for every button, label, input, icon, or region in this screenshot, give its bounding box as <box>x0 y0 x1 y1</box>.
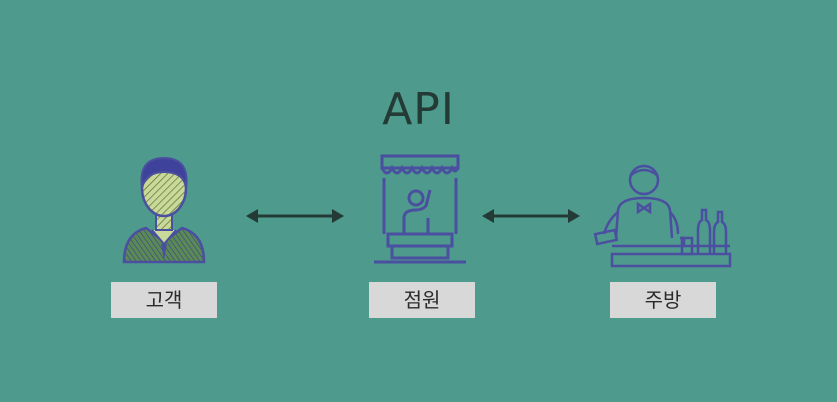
bidirectional-arrow-2 <box>482 209 580 223</box>
bidirectional-arrow-1 <box>246 209 344 223</box>
diagram-title: API <box>382 84 455 135</box>
node-label-kitchen: 주방 <box>610 282 716 318</box>
kitchen-icon <box>593 164 732 268</box>
clerk-icon <box>374 154 466 264</box>
node-label-clerk: 점원 <box>369 282 475 318</box>
customer-icon <box>122 156 206 264</box>
node-label-customer: 고객 <box>111 282 217 318</box>
